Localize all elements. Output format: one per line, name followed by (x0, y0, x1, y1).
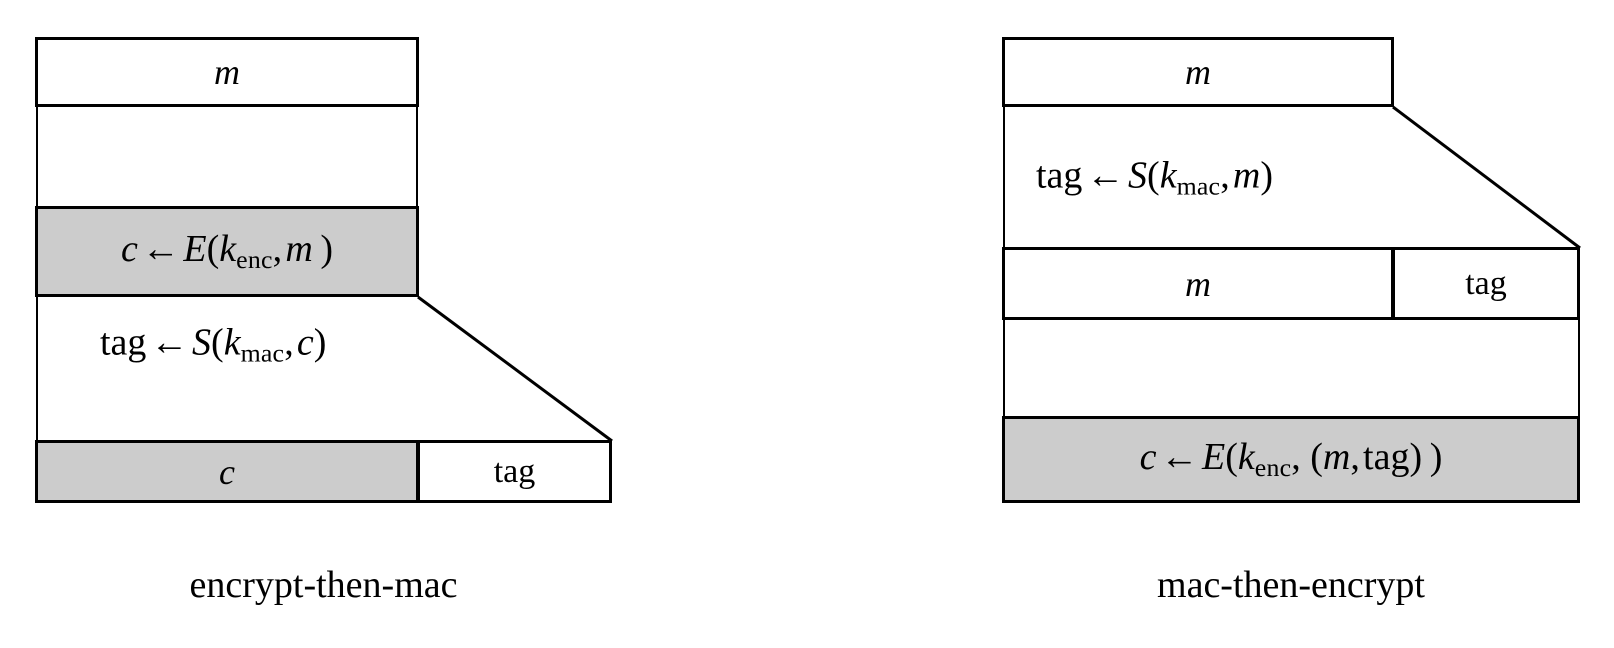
right-encrypt-key-subscript: enc (1254, 453, 1292, 483)
left-rail-upper-left (36, 104, 38, 210)
left-mac-key-subscript: mac (240, 338, 285, 368)
left-output-ciphertext-label: c (219, 451, 235, 492)
left-plaintext-label: m (214, 52, 240, 92)
right-middle-message-cell: m (1002, 247, 1394, 320)
right-encrypt-close-paren: ) (1429, 435, 1443, 478)
right-encrypt-inner-m: m (1322, 435, 1351, 478)
left-rail-lower-left (36, 294, 38, 444)
left-encrypt-box: c←E(kenc, m ) (35, 206, 419, 297)
left-mac-open-paren: ( (211, 321, 224, 364)
right-mac-open-paren: ( (1147, 154, 1160, 197)
left-encrypt-E: E (183, 227, 207, 270)
left-encrypt-key-subscript: enc (236, 245, 273, 275)
left-encrypt-arrow: ← (141, 227, 180, 270)
right-rail-lower-left (1003, 317, 1005, 419)
right-middle-tag-cell: tag (1393, 247, 1580, 320)
right-encrypt-inner-open-paren: ( (1310, 435, 1323, 478)
right-caption: mac-then-encrypt (1157, 564, 1425, 606)
encrypt-then-mac-diagram: m c←E(kenc, m ) tag←S(kmac, c) c tag enc… (0, 0, 660, 648)
right-encrypt-E: E (1202, 435, 1226, 478)
left-encrypt-expression: c←E(kenc, m ) (121, 230, 333, 273)
left-encrypt-close-paren: ) (320, 227, 334, 270)
right-mac-m: m (1232, 154, 1261, 197)
left-output-tag-label: tag (493, 452, 536, 490)
left-output-ciphertext-cell: c (35, 440, 419, 503)
right-encrypt-inner-tag: tag (1363, 435, 1410, 478)
right-middle-tag-label: tag (1465, 264, 1507, 302)
right-mac-arrow: ← (1086, 154, 1125, 197)
right-mac-key: k (1159, 154, 1177, 197)
right-encrypt-c: c (1139, 435, 1157, 478)
left-encrypt-key: k (219, 227, 237, 270)
right-middle-message-label: m (1185, 263, 1211, 304)
right-encrypt-key: k (1237, 435, 1255, 478)
left-encrypt-m: m (285, 227, 313, 270)
left-mac-close-paren: ) (313, 321, 327, 364)
left-mac-c: c (296, 321, 314, 364)
right-encrypt-box: c←E(kenc, (m, tag) ) (1002, 416, 1580, 503)
left-mac-tag: tag (100, 321, 147, 364)
left-encrypt-comma: , (272, 227, 283, 270)
left-mac-key: k (223, 321, 241, 364)
right-plaintext-label: m (1185, 52, 1211, 92)
right-mac-S: S (1128, 154, 1148, 197)
right-encrypt-expression: c←E(kenc, (m, tag) ) (1140, 438, 1443, 481)
right-mac-expression: tag←S(kmac, m) (1036, 156, 1273, 199)
left-mac-arrow: ← (150, 321, 189, 364)
right-encrypt-arrow: ← (1160, 435, 1199, 478)
right-mac-tag: tag (1036, 154, 1083, 197)
left-mac-comma: , (284, 321, 294, 364)
left-encrypt-c: c (120, 227, 138, 270)
right-rail-lower-right (1578, 317, 1580, 419)
right-mac-comma: , (1220, 154, 1230, 197)
right-rail-mac-left (1003, 104, 1005, 250)
right-plaintext-box: m (1002, 37, 1394, 107)
right-encrypt-inner-close-paren: ) (1409, 435, 1423, 478)
right-mac-close-paren: ) (1260, 154, 1273, 197)
left-rail-upper-right (416, 104, 418, 210)
right-encrypt-inner-comma: , (1350, 435, 1360, 478)
left-plaintext-box: m (35, 37, 419, 107)
right-encrypt-comma: , (1291, 435, 1301, 478)
right-mac-key-subscript: mac (1176, 171, 1221, 201)
left-output-tag-cell: tag (418, 440, 612, 503)
left-mac-expression: tag←S(kmac, c) (100, 323, 326, 366)
right-encrypt-open-paren: ( (1225, 435, 1238, 478)
left-mac-S: S (192, 321, 212, 364)
left-caption: encrypt-then-mac (189, 564, 458, 606)
left-encrypt-open-paren: ( (206, 227, 220, 270)
